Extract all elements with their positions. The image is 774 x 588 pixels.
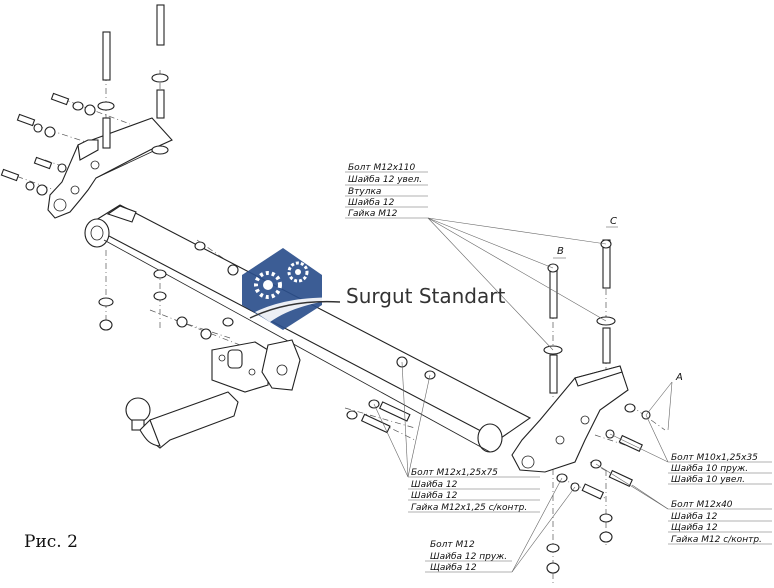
watermark-text: Surgut Standart: [346, 284, 505, 308]
callout-bottom: Болт М12 Шайба 12 пруж. Щайба 12: [430, 540, 507, 573]
callout-center-line: Шайба 12: [411, 491, 458, 501]
leader-lines: [345, 171, 772, 573]
callout-right-b-line: Болт М12х40: [671, 500, 733, 510]
callout-top-line: Болт М12х110: [348, 163, 416, 173]
callout-right-b: Болт М12х40 Шайба 12 Щайба 12 Гайка М12 …: [671, 500, 762, 545]
bolts: [0, 4, 643, 500]
marker-a: A: [675, 372, 683, 383]
callout-center-line: Шайба 12: [411, 480, 458, 490]
nuts-and-washers: [25, 73, 651, 574]
crossbar-tube: [84, 204, 532, 453]
callout-center-line: Гайка М12х1,25 с/контр.: [411, 503, 527, 513]
callout-right-a: Болт М10х1,25х35 Шайба 10 пруж. Шайба 10…: [671, 453, 758, 485]
figure-label: Рис. 2: [24, 532, 78, 552]
ball-mount: [125, 339, 301, 449]
watermark-logo: [242, 248, 345, 330]
callout-right-b-line: Гайка М12 с/контр.: [671, 535, 762, 545]
callout-top-line: Шайба 12 увел.: [348, 175, 422, 185]
callout-right-b-line: Щайба 12: [671, 523, 718, 533]
callout-bottom-line: Шайба 12 пруж.: [430, 552, 507, 562]
callout-top-line: Гайка М12: [348, 209, 398, 219]
marker-b: B: [557, 246, 564, 257]
marker-c: C: [610, 216, 617, 227]
callout-right-a-line: Шайба 10 пруж.: [671, 464, 748, 474]
callout-right-a-line: Шайба 10 увел.: [671, 475, 745, 485]
callout-top-line: Втулка: [348, 187, 381, 197]
left-mounting-bracket: [47, 117, 173, 219]
callout-bottom-line: Щайба 12: [430, 563, 477, 573]
callout-right-a-line: Болт М10х1,25х35: [671, 453, 758, 463]
right-mounting-bracket: [511, 365, 629, 473]
callout-center: Болт М12х1,25х75 Шайба 12 Шайба 12 Гайка…: [411, 468, 527, 513]
callout-bottom-line: Болт М12: [430, 540, 475, 550]
callout-top: Болт М12х110 Шайба 12 увел. Втулка Шайба…: [348, 163, 422, 219]
callout-top-line: Шайба 12: [348, 198, 395, 208]
callout-center-line: Болт М12х1,25х75: [411, 468, 498, 478]
callout-right-b-line: Шайба 12: [671, 512, 718, 522]
